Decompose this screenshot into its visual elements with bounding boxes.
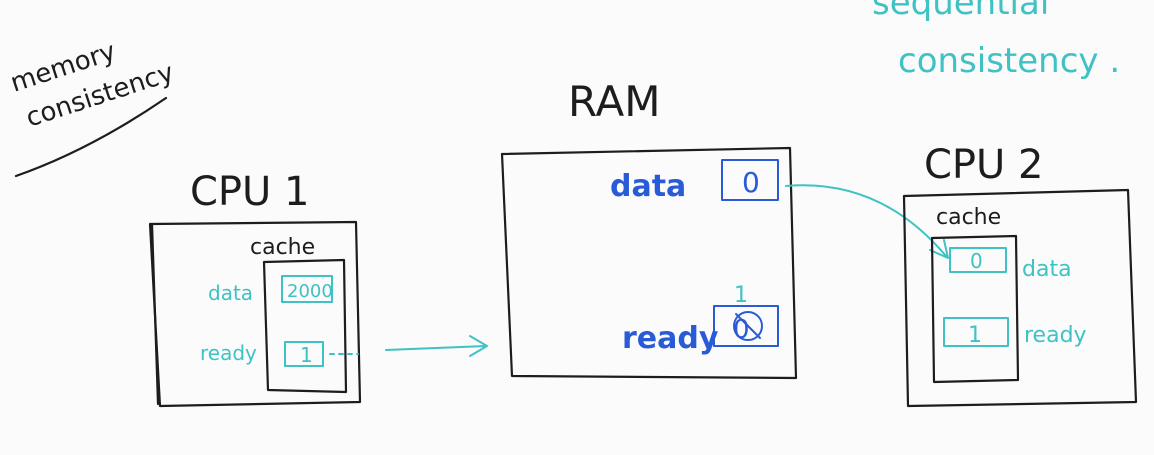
sequential-note-line2: consistency . bbox=[898, 41, 1120, 81]
cpu2-ready-cell bbox=[943, 317, 1009, 347]
sequential-consistency-note: sequential consistency . bbox=[872, 0, 1120, 81]
cpu2-data-cell bbox=[949, 247, 1007, 273]
cpu1-cache-label: cache bbox=[250, 235, 315, 260]
sequential-note-line1: sequential bbox=[872, 0, 1049, 23]
ram-ready-label: ready bbox=[622, 321, 719, 356]
cpu1-ready-label: ready bbox=[200, 341, 257, 365]
ram-box bbox=[500, 146, 798, 380]
cpu1-data-value: 2000 bbox=[287, 281, 333, 302]
ram-data-cell bbox=[721, 159, 779, 201]
cpu1-data-cell bbox=[281, 275, 333, 303]
ram-ready-scribble bbox=[733, 311, 763, 341]
memory-consistency-note: memory consistency bbox=[7, 37, 178, 134]
ram-data-label: data bbox=[610, 169, 686, 204]
cpu1-to-ram-arrowhead bbox=[469, 335, 488, 357]
cpu1-title: CPU 1 bbox=[190, 169, 310, 215]
ram-ready-cell bbox=[713, 305, 779, 347]
cpu1-to-ram-arrow bbox=[385, 345, 487, 351]
cpu1-ready-value: 1 bbox=[300, 343, 313, 367]
ram-to-cpu2-arrow bbox=[785, 184, 947, 257]
ram-ready-new-value: 1 bbox=[734, 283, 748, 308]
ram-ready-strike bbox=[735, 313, 761, 339]
ram-title: RAM bbox=[568, 77, 660, 126]
cpu2-cache-label: cache bbox=[936, 205, 1001, 230]
cpu2-data-label: data bbox=[1022, 257, 1072, 282]
cpu2-box bbox=[902, 188, 1138, 408]
memory-note-underline bbox=[14, 96, 168, 178]
cpu2-ready-value: 1 bbox=[968, 323, 982, 348]
cpu2-ready-label: ready bbox=[1024, 323, 1087, 348]
cpu2-data-value: 0 bbox=[970, 249, 983, 273]
ram-to-cpu2-arrowhead bbox=[929, 239, 949, 259]
cpu1-ready-cell bbox=[284, 341, 324, 367]
ram-data-value: 0 bbox=[742, 166, 760, 199]
cpu2-title: CPU 2 bbox=[924, 142, 1044, 188]
cpu1-data-label: data bbox=[208, 281, 253, 305]
cpu2-cache-box bbox=[930, 234, 1020, 384]
cpu1-cache-box bbox=[262, 258, 348, 394]
